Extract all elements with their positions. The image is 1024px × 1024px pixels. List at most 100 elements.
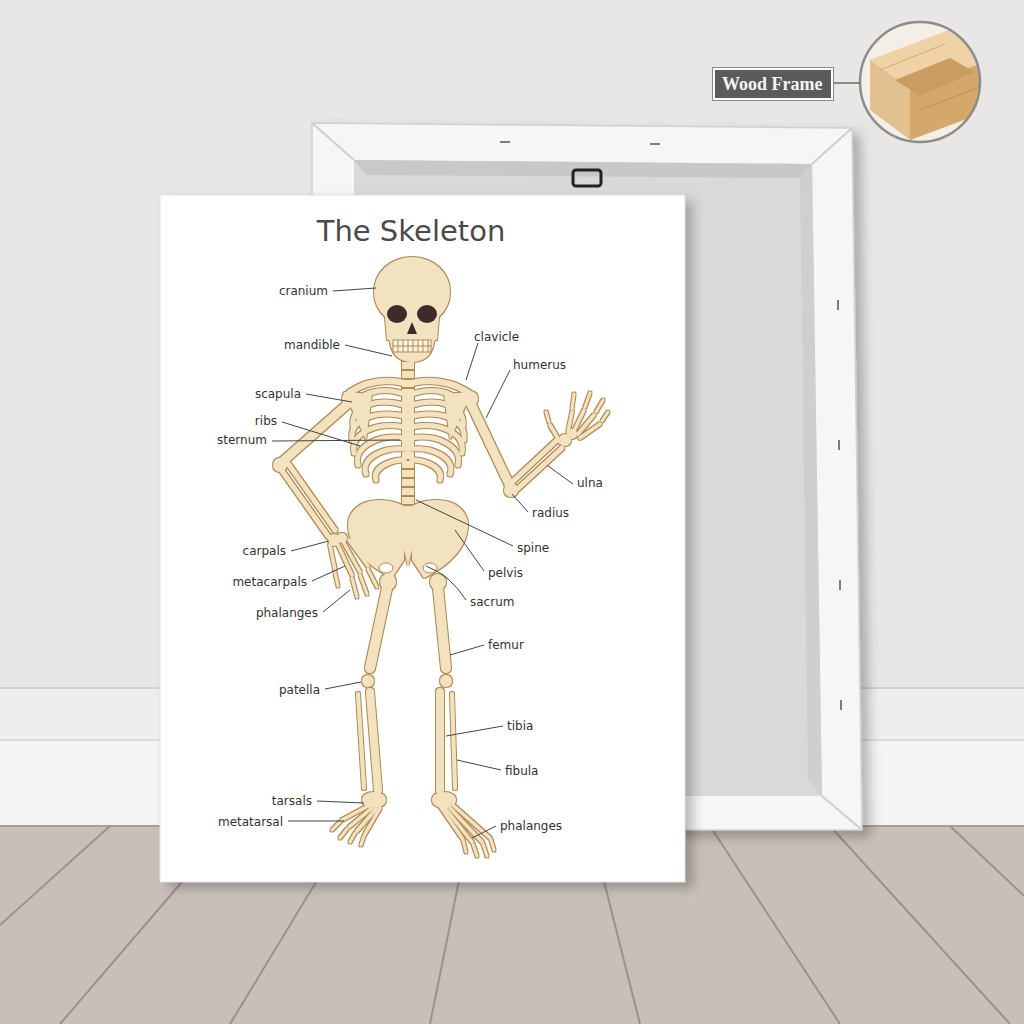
skeleton-illustration	[473, 844, 477, 856]
skeleton-illustration	[452, 694, 455, 788]
leader-lines	[466, 343, 478, 380]
label-anchor: clavicle	[474, 330, 519, 344]
part-label: sternum	[217, 433, 267, 447]
skull-details	[423, 340, 424, 352]
leader-lines	[450, 645, 484, 655]
tag-text: Wood Frame	[722, 73, 824, 95]
canvas-back	[840, 700, 842, 710]
skull-details	[393, 340, 431, 352]
skeleton-illustration	[337, 533, 347, 543]
callout-tag: Wood Frame	[713, 68, 833, 100]
label-anchor: patella	[279, 683, 320, 697]
label-anchor: humerus	[513, 358, 566, 372]
skull-details	[387, 305, 407, 323]
canvas-back	[839, 580, 841, 590]
part-label: spine	[517, 541, 549, 555]
skeleton-illustration	[348, 500, 404, 578]
label-anchor: ribs	[255, 414, 277, 428]
skeleton-illustration	[342, 391, 358, 407]
leader-lines	[548, 466, 573, 484]
wood-frame-inset	[880, 44, 945, 70]
skeleton-illustration	[412, 460, 441, 480]
skeleton-illustration	[550, 425, 560, 442]
title-anchor: The Skeleton	[317, 214, 506, 248]
skull-details	[393, 340, 431, 352]
skeleton-illustration	[350, 381, 404, 392]
skull-details	[398, 340, 399, 352]
leader-lines	[291, 541, 329, 551]
skeleton-illustration	[362, 675, 374, 687]
part-label: fibula	[505, 764, 538, 778]
part-label: phalanges	[256, 606, 318, 620]
skeleton-illustration	[280, 468, 328, 536]
leader-lines	[486, 370, 510, 418]
label-anchor: sacrum	[470, 595, 514, 609]
label-anchor: sternum	[217, 433, 267, 447]
canvas-back	[312, 123, 354, 160]
part-label: tarsals	[272, 794, 312, 808]
skeleton-illustration	[330, 545, 335, 570]
leader-lines	[472, 826, 496, 838]
label-anchor: femur	[488, 638, 524, 652]
product-photo	[160, 195, 685, 882]
part-label: ribs	[255, 414, 277, 428]
skull-details	[379, 563, 393, 573]
label-anchor: radius	[532, 506, 569, 520]
skeleton-illustration	[360, 575, 367, 594]
skull-details	[403, 340, 404, 352]
skeleton-illustration	[338, 545, 352, 575]
wood-frame-inset	[860, 22, 990, 142]
skeleton-illustration	[572, 394, 574, 409]
part-label: metacarpals	[232, 575, 307, 589]
skeleton-illustration	[389, 336, 435, 362]
skeleton-illustration	[340, 829, 347, 838]
part-label: pelvis	[488, 566, 523, 580]
part-label: tibia	[507, 719, 533, 733]
skull-details	[428, 340, 429, 352]
leader-lines	[272, 440, 400, 441]
skeleton-illustration	[370, 692, 378, 790]
leader-lines	[317, 801, 364, 803]
leader-lines	[446, 726, 503, 736]
leader-lines	[455, 530, 484, 571]
skeleton-illustration	[352, 391, 464, 480]
part-label: humerus	[513, 358, 566, 372]
skeleton-illustration	[508, 441, 556, 486]
leader-lines	[426, 566, 466, 600]
skull-details	[379, 305, 437, 573]
wood-frame-inset	[832, 82, 860, 84]
skeleton-illustration	[568, 412, 572, 432]
skeleton-illustration	[463, 840, 466, 852]
label-anchor: metatarsal	[218, 815, 283, 829]
skeleton-illustration	[350, 833, 355, 842]
skeleton-illustration	[412, 381, 468, 392]
skeleton-illustration	[596, 400, 603, 412]
skeleton-illustration	[546, 412, 549, 422]
leader-lines	[512, 494, 528, 512]
wood-frame-inset	[895, 58, 975, 96]
skeleton-illustration	[462, 391, 478, 407]
leader-lines	[306, 394, 352, 402]
skull-details	[408, 340, 409, 352]
canvas-back	[838, 440, 840, 450]
label-anchor: carpals	[243, 544, 286, 558]
skeleton-illustration	[470, 402, 510, 486]
room	[710, 826, 840, 1024]
canvas-back	[800, 164, 822, 796]
skeleton-illustration	[352, 578, 357, 597]
skull-details	[413, 340, 414, 352]
part-label: sacrum	[470, 595, 514, 609]
part-label: carpals	[243, 544, 286, 558]
poster-sheet	[160, 195, 685, 882]
skeleton-illustration	[585, 393, 590, 407]
leader-lines	[323, 590, 350, 612]
part-label: cranium	[279, 284, 328, 298]
skeleton-illustration	[365, 808, 380, 834]
skeleton-illustration	[361, 836, 364, 845]
label-anchor: fibula	[505, 764, 538, 778]
canvas-back	[837, 300, 839, 310]
label-anchor: phalanges	[500, 819, 562, 833]
poster-title: The Skeleton	[317, 214, 506, 248]
canvas-back	[812, 128, 852, 164]
